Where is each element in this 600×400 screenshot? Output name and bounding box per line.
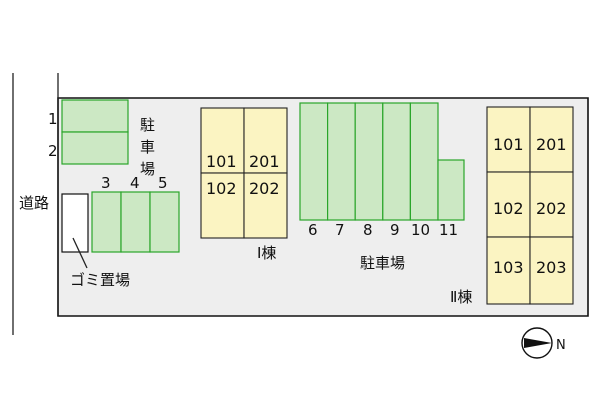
space-number-9: 9 [390,221,400,239]
building1-unit-202 [243,172,288,239]
space-number-2: 2 [48,142,58,160]
parking-space-9 [382,102,411,221]
space-number-11: 11 [439,221,458,239]
building2-unit-201 [529,106,574,173]
building2-unit-label-102: 102 [493,199,524,218]
parking-space-5 [149,191,180,253]
space-number-3: 3 [101,174,111,192]
parking-space-4 [120,191,151,253]
parking-space-2 [61,131,129,165]
parking-left-label-2: 車 [140,138,155,156]
space-number-4: 4 [130,174,140,192]
building2-unit-103 [486,236,531,305]
parking-center-label: 駐車場 [360,254,405,272]
space-number-8: 8 [363,221,373,239]
parking-space-8 [354,102,384,221]
space-number-10: 10 [411,221,430,239]
space-number-6: 6 [308,221,318,239]
building2-unit-label-101: 101 [493,135,524,154]
road-label: 道路 [19,194,49,212]
trash-label: ゴミ置場 [70,271,130,289]
building2-unit-label-203: 203 [536,258,567,277]
parking-left-label-1: 駐 [140,116,155,134]
parking-space-11 [437,159,465,221]
building1-unit-label-202: 202 [249,179,280,198]
building2-unit-label-103: 103 [493,258,524,277]
space-number-1: 1 [48,110,58,128]
building2-unit-203 [529,236,574,305]
parking-space-7 [327,102,356,221]
building1-unit-label-101: 101 [206,152,237,171]
building2-unit-label-202: 202 [536,199,567,218]
building1-unit-201 [243,107,288,174]
building1-unit-label-201: 201 [249,152,280,171]
building2-unit-label-201: 201 [536,135,567,154]
parking-left-label-3: 場 [140,160,155,178]
building2-label: Ⅱ棟 [450,288,472,306]
building1-unit-label-102: 102 [206,179,237,198]
trash-leader-line [72,237,88,269]
parking-space-6 [299,102,329,221]
building2-unit-101 [486,106,531,173]
compass-north-label: N [556,338,566,353]
building1-label: Ⅰ棟 [257,244,276,262]
compass-icon [521,327,553,359]
space-number-5: 5 [158,174,168,192]
building2-unit-102 [486,171,531,238]
parking-space-10 [409,102,439,221]
building1-unit-102 [200,172,245,239]
space-number-7: 7 [335,221,345,239]
parking-space-3 [91,191,122,253]
parking-space-1 [61,99,129,133]
